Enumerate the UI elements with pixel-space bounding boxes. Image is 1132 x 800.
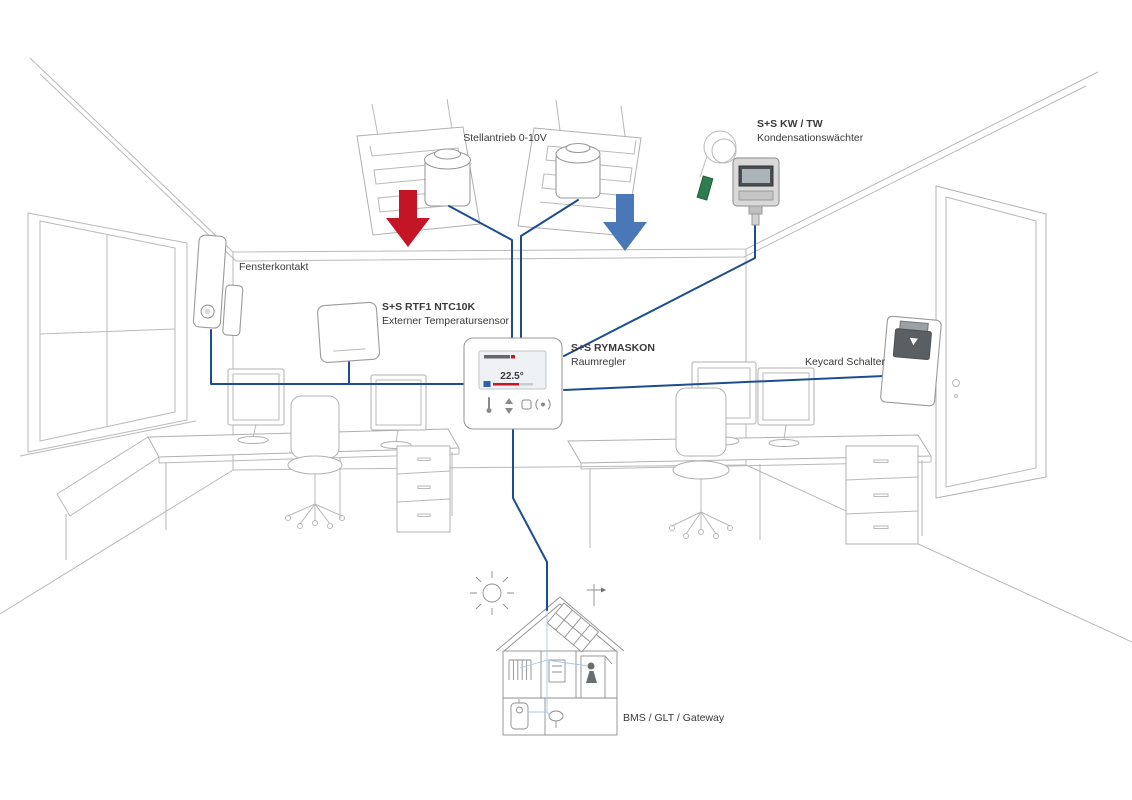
- label-kw-tw: S+S KW / TW Kondensationswächter: [757, 118, 863, 145]
- red-flow-arrow-icon: [386, 190, 430, 247]
- weather-vane-icon: [587, 584, 606, 606]
- label-rtf1-title: S+S RTF1 NTC10K: [382, 301, 476, 313]
- down-button-icon: [505, 408, 513, 414]
- label-kw-tw-subtitle: Kondensationswächter: [757, 131, 864, 144]
- label-rymaskon-subtitle: Raumregler: [571, 355, 626, 368]
- pump-icon: [548, 710, 564, 728]
- setpoint-bar-icon: [493, 383, 519, 386]
- boiler-icon: [510, 699, 529, 730]
- connection-line-window-contact: [210, 329, 465, 385]
- connection-line-actuator-left: [448, 205, 513, 339]
- connection-lines: [210, 199, 885, 611]
- connection-line-keycard: [563, 375, 885, 391]
- monitor: [370, 374, 427, 449]
- monitor: [227, 368, 285, 444]
- mode-badge-icon: [483, 381, 491, 387]
- office-chair: [669, 387, 733, 539]
- green-connector-icon: [696, 175, 714, 201]
- label-keycard: Keycard Schalter: [805, 356, 885, 368]
- door-handle-icon: [952, 379, 960, 387]
- connection-line-actuator-right: [520, 199, 579, 339]
- window-contact-device: [192, 234, 244, 337]
- label-rymaskon: S+S RYMASKON Raumregler: [571, 342, 655, 369]
- heating-coil-icon: [369, 145, 467, 213]
- label-rymaskon-title: S+S RYMASKON: [571, 342, 655, 354]
- office-chair: [285, 395, 345, 529]
- desk-group-right: [567, 361, 932, 548]
- label-rtf1: S+S RTF1 NTC10K Externer Temperatursenso…: [382, 301, 509, 328]
- desk-group-left: [56, 368, 460, 560]
- drawer-cabinet: [845, 445, 919, 545]
- actuator-right: [555, 142, 601, 199]
- radiator-icon: [508, 659, 532, 680]
- controller-temperature: 22.5°: [500, 371, 523, 382]
- radio-signal-icon: [541, 402, 545, 407]
- thermostat-panel-icon: [548, 659, 566, 683]
- up-button-icon: [505, 398, 513, 404]
- label-stellantrieb: Stellantrieb 0-10V: [463, 132, 547, 144]
- window-left: [19, 212, 197, 457]
- sun-icon: [470, 571, 514, 615]
- room-controller-device: 22.5°: [463, 337, 563, 430]
- menu-button-icon: [521, 399, 532, 410]
- connection-line-bms: [512, 428, 548, 611]
- actuator-left: [423, 148, 472, 207]
- blue-flow-arrow-icon: [603, 194, 647, 251]
- label-fensterkontakt: Fensterkontakt: [239, 261, 309, 273]
- label-rtf1-subtitle: Externer Temperatursensor: [382, 314, 510, 327]
- connection-line-kw-tw: [563, 209, 756, 357]
- person-icon: [580, 655, 613, 699]
- bus-lines-icon: [519, 610, 589, 717]
- condensation-monitor-device: [696, 130, 780, 226]
- label-kw-tw-title: S+S KW / TW: [757, 118, 823, 130]
- door-right: [935, 185, 1047, 499]
- brand-logo-icon: [484, 355, 510, 359]
- keycard-switch-device: [880, 315, 942, 407]
- bms-house-icon: [495, 584, 625, 736]
- controller-buttons: [486, 397, 551, 414]
- solar-panel-icon: [546, 602, 600, 653]
- drawer-cabinet: [396, 445, 451, 533]
- label-bms: BMS / GLT / Gateway: [623, 712, 725, 724]
- temperature-sensor-device: [317, 301, 381, 364]
- controller-display: [478, 350, 547, 390]
- monitor: [757, 367, 815, 447]
